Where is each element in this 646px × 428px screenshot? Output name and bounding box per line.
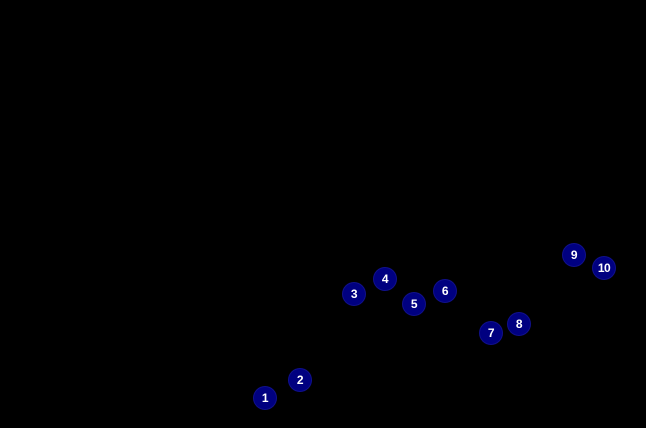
map-marker-9[interactable]: 9 — [563, 244, 585, 266]
map-marker-2[interactable]: 2 — [289, 369, 311, 391]
map-marker-8[interactable]: 8 — [508, 313, 530, 335]
marker-label: 8 — [515, 317, 523, 331]
map-marker-7[interactable]: 7 — [480, 322, 502, 344]
map-marker-5[interactable]: 5 — [403, 293, 425, 315]
marker-label: 7 — [487, 326, 495, 340]
marker-label: 3 — [350, 287, 358, 301]
map-marker-3[interactable]: 3 — [343, 283, 365, 305]
map-marker-1[interactable]: 1 — [254, 387, 276, 409]
map-marker-4[interactable]: 4 — [374, 268, 396, 290]
marker-label: 4 — [381, 272, 389, 286]
marker-label: 6 — [441, 284, 449, 298]
marker-label: 10 — [597, 261, 611, 275]
map-marker-6[interactable]: 6 — [434, 280, 456, 302]
marker-label: 2 — [296, 373, 304, 387]
marker-label: 5 — [410, 297, 418, 311]
marker-label: 9 — [570, 248, 578, 262]
marker-label: 1 — [261, 391, 269, 405]
map-marker-10[interactable]: 10 — [593, 257, 615, 279]
